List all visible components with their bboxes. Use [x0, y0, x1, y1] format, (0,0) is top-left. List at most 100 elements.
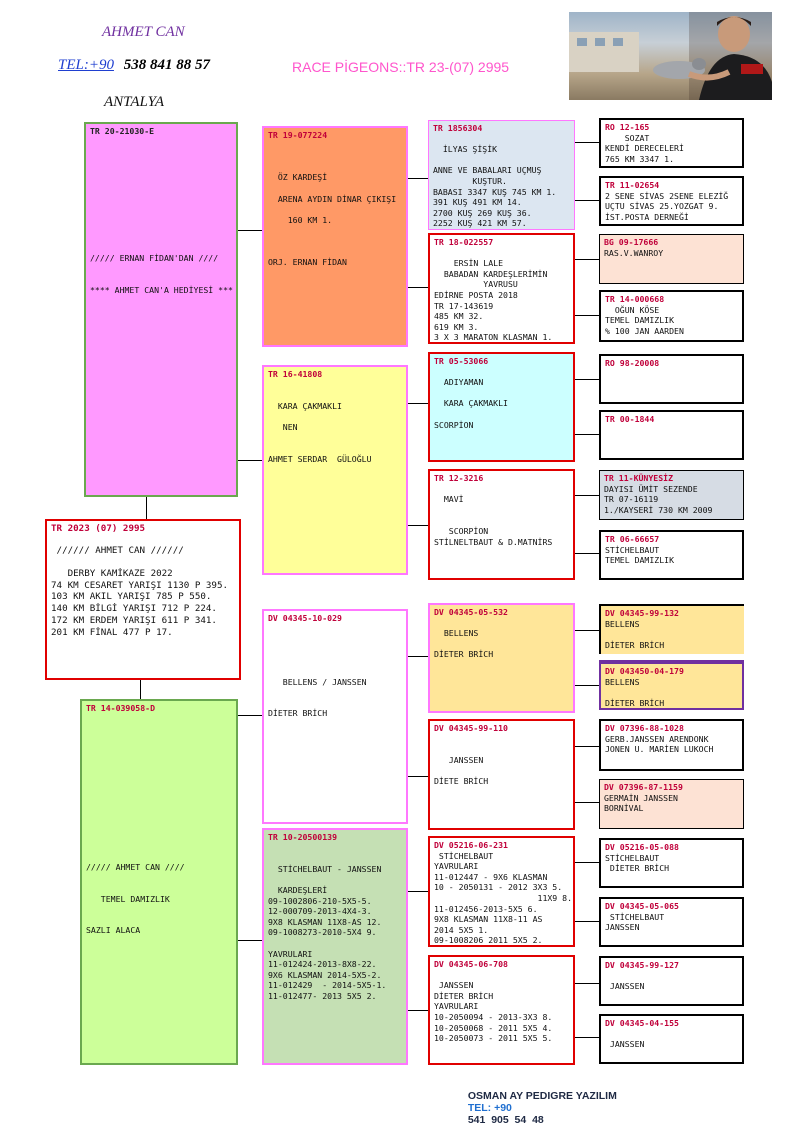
g2-card[interactable]: TR 10-20500139 STİCHELBAUT - JANSSEN KAR…: [262, 828, 408, 1065]
g4-ring: RO 12-165: [605, 122, 650, 132]
note-line: ANNE VE BABALARI UÇMUŞ: [433, 165, 542, 176]
g4-card[interactable]: BG 09-17666 RAS.V.WANROY: [599, 234, 744, 284]
main-bird-card[interactable]: TR 2023 (07) 2995 ////// AHMET CAN /////…: [45, 519, 241, 680]
note-line: STİCHELBAUT: [605, 852, 660, 863]
note-line: 09-1008206 2011 5X5 2.: [434, 935, 543, 946]
note-line: 2014 5X5 1.: [434, 924, 489, 935]
note-line: [268, 390, 402, 401]
note-line: ARENA AYDIN DİNAR ÇIKIŞI: [268, 193, 397, 204]
note-line: [90, 137, 232, 148]
note-line: [86, 841, 232, 852]
note-line: [86, 756, 232, 767]
note-line: BABADAN KARDEŞLERİMİN: [434, 268, 548, 279]
connector: [238, 460, 262, 461]
connector: [575, 862, 599, 863]
note-line: [86, 714, 232, 725]
g4-card[interactable]: RO 98-20008: [599, 354, 744, 404]
note-line: YAVRUSU: [434, 279, 518, 290]
note-line: OĞUN KÖSE: [605, 304, 660, 315]
note-line: [268, 655, 402, 666]
note-line: [268, 874, 402, 885]
note-line: **** AHMET CAN'A HEDİYESİ ***: [90, 284, 233, 295]
g4-notes: JANSSEN: [605, 1029, 738, 1050]
connector: [575, 142, 599, 143]
note-line: [86, 788, 232, 799]
note-line: [268, 162, 402, 173]
note-line: [268, 236, 402, 247]
connector: [140, 680, 141, 700]
note-line: 10-2050094 - 2013-3X3 8.: [434, 1011, 553, 1022]
note-line: 172 KM ERDEM YARIŞI 611 P 341.: [51, 614, 217, 626]
note-line: [90, 147, 232, 158]
note-line: DAYISI ÜMİT SEZENDE: [604, 483, 698, 494]
connector: [575, 315, 599, 316]
g4-notes: STİCHELBAUT DİETER BRİCH: [605, 853, 738, 874]
g3-card[interactable]: TR 18-022557 ERSİN LALE BABADAN KARDEŞLE…: [428, 233, 575, 344]
note-line: [86, 798, 232, 809]
note-line: 3 X 3 MARATON KLASMAN 1.: [434, 332, 553, 343]
sire-notes: ///// ERNAN FİDAN'DAN ////**** AHMET CAN…: [90, 137, 233, 296]
note-line: [268, 141, 402, 152]
owner-phone-label[interactable]: TEL:+90: [58, 57, 114, 73]
note-line: [90, 179, 232, 190]
note-line: [86, 904, 232, 915]
connector: [575, 379, 599, 380]
note-line: [434, 515, 569, 526]
note-line: [268, 225, 402, 236]
note-line: İLYAS ŞİŞİK: [433, 144, 498, 155]
race-title: RACE PİGEONS::TR 23-(07) 2995: [292, 59, 510, 75]
sire-card[interactable]: TR 20-21030-E ///// ERNAN FİDAN'DAN ////…: [84, 122, 238, 497]
g4-card[interactable]: DV 05216-05-088 STİCHELBAUT DİETER BRİCH: [599, 838, 744, 888]
g3-ring: TR 12-3216: [434, 473, 484, 483]
g4-ring: TR 11-02654: [605, 180, 660, 190]
g4-card[interactable]: TR 00-1844: [599, 410, 744, 460]
note-line: [605, 687, 738, 698]
note-line: KARA ÇAKMAKLI: [268, 400, 342, 411]
owner-photo: [569, 12, 772, 100]
g4-card[interactable]: DV 04345-04-155 JANSSEN: [599, 1014, 744, 1064]
g4-ring: TR 06-66657: [605, 534, 660, 544]
note-line: DİETER BRİCH: [434, 649, 494, 660]
note-line: YAVRULARI: [268, 948, 313, 959]
note-line: [268, 443, 402, 454]
connector: [408, 525, 428, 526]
connector: [575, 983, 599, 984]
note-line: ////// AHMET CAN //////: [51, 545, 184, 557]
connector: [238, 715, 262, 716]
note-line: STİCHELBAUT: [434, 850, 494, 861]
connector: [575, 685, 599, 686]
g4-card[interactable]: DV 04345-99-127 JANSSEN: [599, 956, 744, 1006]
connector: [408, 656, 428, 657]
connector: [408, 178, 428, 179]
note-line: [90, 274, 232, 285]
dam-card[interactable]: TR 14-039058-D ///// AHMET CAN //// TEME…: [80, 699, 238, 1065]
note-line: BELLENS: [434, 628, 479, 639]
g2-card[interactable]: TR 19-077224 ÖZ KARDEŞİ ARENA AYDIN DİNA…: [262, 126, 408, 347]
g4-ring: DV 07396-88-1028: [605, 723, 684, 733]
note-line: 10 - 2050131 - 2012 3X3 5.: [434, 882, 563, 893]
